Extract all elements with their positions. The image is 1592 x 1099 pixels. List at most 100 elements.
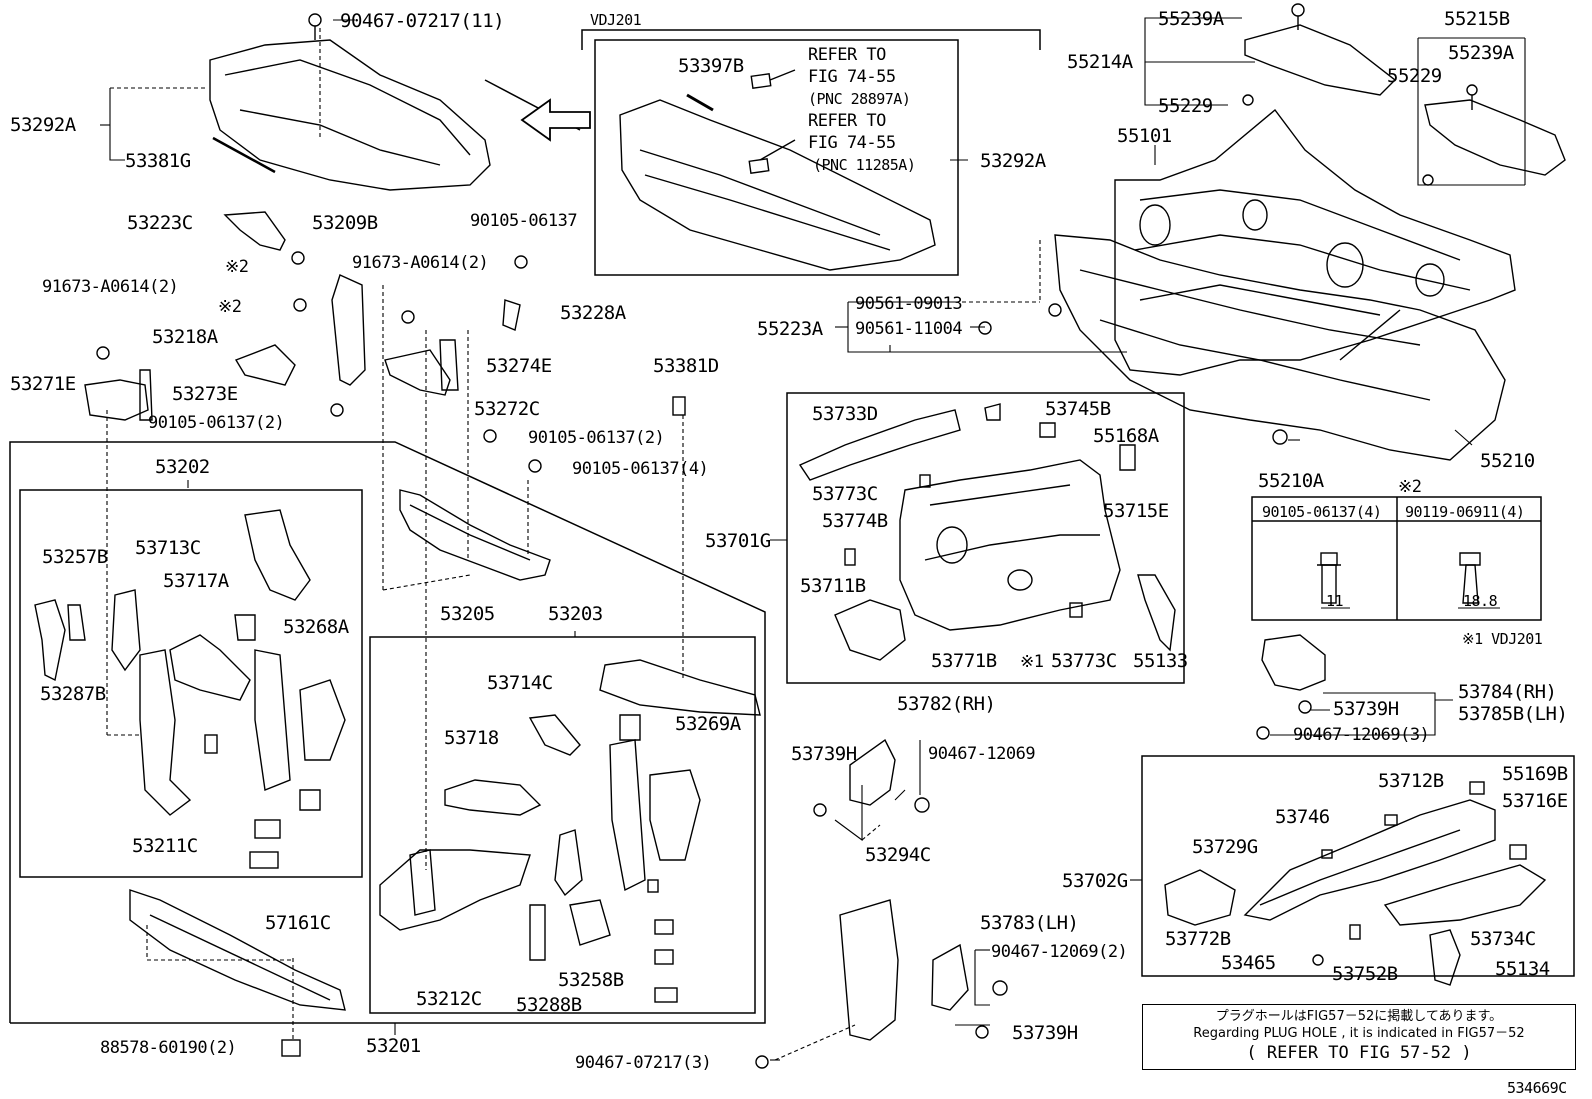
label-note2-b: ※2: [218, 297, 242, 317]
label-91673-a0614-2-mid: 91673-A0614(2): [352, 253, 489, 273]
label-53268a: 53268A: [283, 616, 349, 638]
label-pnc-28897a: (PNC 28897A): [808, 90, 911, 108]
label-53713c: 53713C: [135, 537, 201, 559]
label-53272c: 53272C: [474, 398, 540, 420]
label-53274e: 53274E: [486, 355, 552, 377]
label-53773c-bottom: 53773C: [1051, 650, 1117, 672]
label-53785b-lh: 53785B(LH): [1458, 703, 1568, 725]
label-53209b: 53209B: [312, 212, 378, 234]
plug-hole-note-jp: プラグホールはFIG57－52に掲載してあります。: [1215, 1009, 1503, 1024]
label-55214a: 55214A: [1067, 51, 1133, 73]
label-55134: 55134: [1495, 958, 1550, 980]
label-refer-to-2: REFER TO: [808, 111, 886, 131]
label-53715e: 53715E: [1103, 500, 1169, 522]
label-90561-09013: 90561-09013: [855, 294, 963, 314]
label-53203: 53203: [548, 603, 603, 625]
label-53782-rh: 53782(RH): [897, 693, 996, 715]
label-53292a-right: 53292A: [980, 150, 1046, 172]
label-53381g: 53381G: [125, 150, 191, 172]
label-note1-vdj201: ※1 VDJ201: [1462, 630, 1543, 648]
label-90105-06137-top: 90105-06137: [470, 211, 578, 231]
label-53717a: 53717A: [163, 570, 229, 592]
label-fig-74-55-1: FIG 74-55: [808, 67, 896, 87]
direction-arrow: [520, 98, 591, 142]
label-53702g: 53702G: [1062, 870, 1128, 892]
part-sketches: [34, 3, 1566, 1069]
label-53752b: 53752B: [1332, 963, 1398, 985]
dimension-18-8: 18.8: [1463, 592, 1498, 610]
label-53734c: 53734C: [1470, 928, 1536, 950]
label-90105-06137-2-left: 90105-06137(2): [148, 413, 285, 433]
label-53228a: 53228A: [560, 302, 626, 324]
label-53784-rh: 53784(RH): [1458, 681, 1557, 703]
label-57161c: 57161C: [265, 912, 331, 934]
label-53772b: 53772B: [1165, 928, 1231, 950]
label-53287b: 53287B: [40, 683, 106, 705]
label-53774b: 53774B: [822, 510, 888, 532]
label-note1-b: ※1: [1020, 652, 1044, 672]
label-53465: 53465: [1221, 952, 1276, 974]
label-53397b: 53397B: [678, 55, 744, 77]
plug-hole-note-en: Regarding PLUG HOLE , it is indicated in…: [1193, 1026, 1525, 1041]
label-53739h-right: 53739H: [1333, 698, 1399, 720]
table-header-90119-06911-4: 90119-06911(4): [1405, 503, 1525, 521]
label-55169b: 55169B: [1502, 763, 1568, 785]
label-refer-to-1: REFER TO: [808, 45, 886, 65]
label-53733d: 53733D: [812, 403, 878, 425]
label-53729g: 53729G: [1192, 836, 1258, 858]
label-53714c: 53714C: [487, 672, 553, 694]
label-53716e: 53716E: [1502, 790, 1568, 812]
label-53381d: 53381D: [653, 355, 719, 377]
label-53718: 53718: [444, 727, 499, 749]
label-53205: 53205: [440, 603, 495, 625]
label-53773c-top: 53773C: [812, 483, 878, 505]
label-53269a: 53269A: [675, 713, 741, 735]
dimension-11: 11: [1326, 592, 1344, 610]
label-53201: 53201: [366, 1035, 421, 1057]
label-55168a: 55168A: [1093, 425, 1159, 447]
label-90105-06137-4-mid: 90105-06137(4): [572, 459, 709, 479]
label-90561-11004: 90561-11004: [855, 319, 963, 339]
label-53771b: 53771B: [931, 650, 997, 672]
label-53258b: 53258B: [558, 969, 624, 991]
label-53746: 53746: [1275, 806, 1330, 828]
label-55101: 55101: [1117, 125, 1172, 147]
label-91673-a0614-2-left: 91673-A0614(2): [42, 277, 179, 297]
leader-lines: [100, 17, 1526, 1061]
label-53271e: 53271E: [10, 373, 76, 395]
label-53294c: 53294C: [865, 844, 931, 866]
label-53223c: 53223C: [127, 212, 193, 234]
label-55133: 55133: [1133, 650, 1188, 672]
label-90467-12069: 90467-12069: [928, 744, 1036, 764]
label-90467-07217-3: 90467-07217(3): [575, 1053, 712, 1073]
label-pnc-11285a: (PNC 11285A): [813, 156, 916, 174]
label-55223a: 55223A: [757, 318, 823, 340]
label-53218a: 53218A: [152, 326, 218, 348]
label-53202: 53202: [155, 456, 210, 478]
label-55215b: 55215B: [1444, 8, 1510, 30]
label-53739h-mid: 53739H: [791, 743, 857, 765]
label-90467-12069-3: 90467-12069(3): [1293, 725, 1430, 745]
label-53711b: 53711B: [800, 575, 866, 597]
label-88578-60190-2: 88578-60190(2): [100, 1038, 237, 1058]
label-90467-07217-11: 90467-07217(11): [340, 10, 505, 32]
label-53701g: 53701G: [705, 530, 771, 552]
label-55239a-top: 55239A: [1158, 8, 1224, 30]
table-header-90105-06137-4: 90105-06137(4): [1262, 503, 1382, 521]
label-55229-left: 55229: [1158, 95, 1213, 117]
label-53288b: 53288B: [516, 994, 582, 1016]
plug-hole-note-ref: ( REFER TO FIG 57-52 ): [1246, 1043, 1472, 1063]
label-fig-74-55-2: FIG 74-55: [808, 133, 896, 153]
label-55210a: 55210A: [1258, 470, 1324, 492]
label-53745b: 53745B: [1045, 398, 1111, 420]
label-vdj201: VDJ201: [590, 11, 642, 29]
group-frames: [9, 29, 1575, 1024]
label-55210: 55210: [1480, 450, 1535, 472]
label-53292a-left: 53292A: [10, 114, 76, 136]
label-note2-a: ※2: [225, 257, 249, 277]
label-55229-right: 55229: [1387, 65, 1442, 87]
label-53212c: 53212C: [416, 988, 482, 1010]
label-note2-table: ※2: [1398, 477, 1422, 497]
